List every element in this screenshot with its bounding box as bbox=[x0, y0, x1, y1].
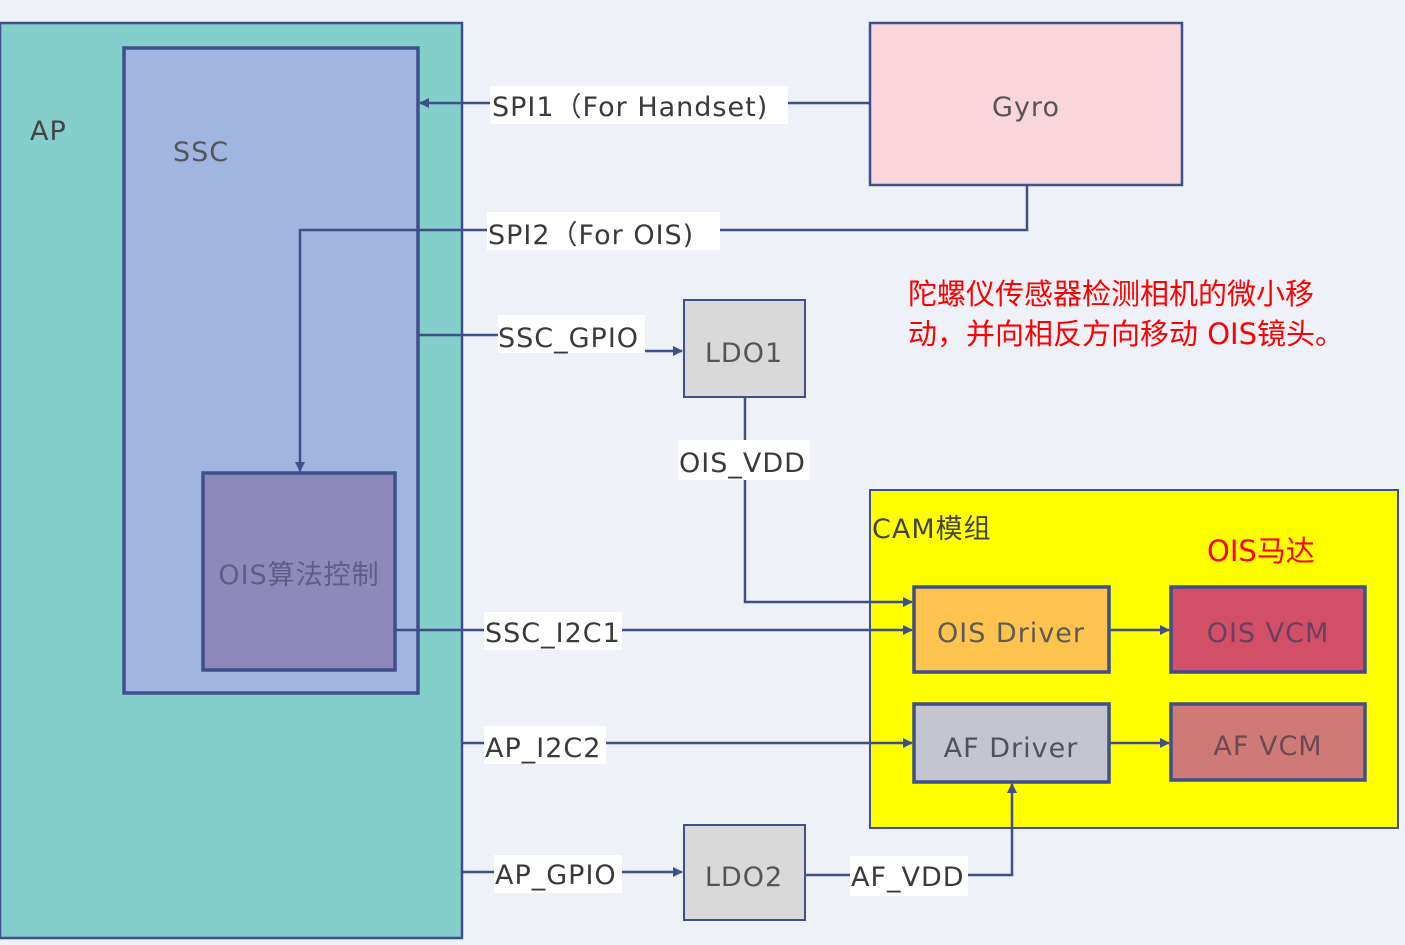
gyro-block: Gyro bbox=[868, 21, 1184, 187]
ldo2-label: LDO2 bbox=[705, 862, 783, 893]
note-line-1: 陀螺仪传感器检测相机的微小移 bbox=[908, 277, 1314, 311]
ois-vcm-label: OIS VCM bbox=[1207, 618, 1330, 649]
cam-module-label: CAM模组 bbox=[872, 514, 992, 545]
ap-label: AP bbox=[30, 116, 67, 147]
spi1-label: SPI1（For Handset) bbox=[492, 92, 768, 123]
af-vdd-label: AF_VDD bbox=[851, 862, 965, 893]
ldo1-label: LDO1 bbox=[705, 338, 783, 369]
af-driver-label: AF Driver bbox=[944, 733, 1079, 764]
ap-i2c2-label: AP_I2C2 bbox=[485, 733, 601, 764]
ldo2-block: LDO2 bbox=[683, 824, 806, 921]
ois-driver-block: OIS Driver bbox=[912, 585, 1111, 674]
ois-vcm-block: OIS VCM bbox=[1169, 585, 1367, 674]
note-line-2: 动，并向相反方向移动 OIS镜头。 bbox=[908, 317, 1344, 351]
af-vcm-block: AF VCM bbox=[1169, 702, 1367, 782]
ap-gpio-label: AP_GPIO bbox=[495, 860, 617, 891]
ois-algorithm-label: OIS算法控制 bbox=[218, 560, 379, 591]
af-driver-block: AF Driver bbox=[912, 702, 1111, 784]
ssc-i2c1-label: SSC_I2C1 bbox=[485, 618, 621, 649]
ssc-gpio-label: SSC_GPIO bbox=[498, 323, 639, 354]
ois-motor-annotation: OIS马达 bbox=[1207, 534, 1315, 568]
ssc-label: SSC bbox=[173, 137, 229, 168]
ois-driver-label: OIS Driver bbox=[937, 618, 1085, 649]
af-vcm-label: AF VCM bbox=[1213, 731, 1322, 762]
gyro-label: Gyro bbox=[992, 92, 1060, 123]
ldo1-block: LDO1 bbox=[683, 299, 806, 398]
spi2-label: SPI2（For OIS) bbox=[488, 220, 694, 251]
ois-algorithm-block: OIS算法控制 bbox=[201, 471, 397, 672]
ois-vdd-label: OIS_VDD bbox=[679, 448, 806, 479]
